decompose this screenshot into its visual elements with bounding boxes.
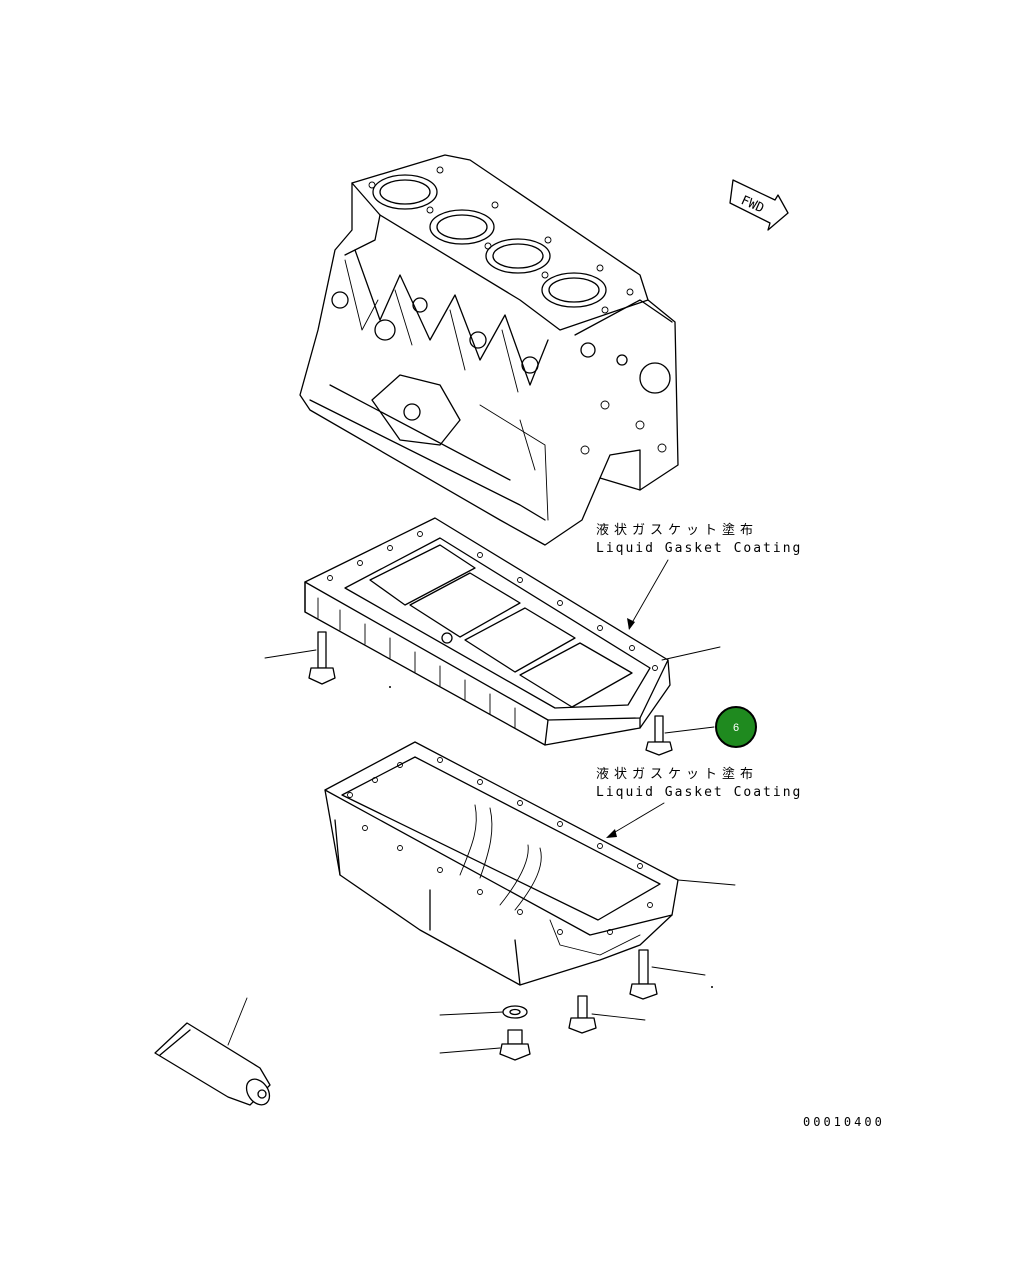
gasket-plate	[304, 517, 671, 746]
fwd-arrow-icon: FWD	[729, 179, 789, 231]
callout-1-label-en: Liquid Gasket Coating	[596, 541, 802, 556]
oil-pan-bolt-2	[568, 995, 597, 1034]
engine-block	[299, 154, 679, 546]
drawing-code: 00010400	[803, 1115, 885, 1129]
drain-plug	[499, 1029, 531, 1061]
plate-bolt-right	[645, 715, 673, 756]
callout-liquid-gasket-2: 液状ガスケット塗布 Liquid Gasket Coating	[596, 766, 802, 838]
callout-liquid-gasket-1: 液状ガスケット塗布 Liquid Gasket Coating	[596, 522, 802, 630]
liquid-gasket-tube-icon	[154, 1022, 271, 1106]
badge-number: 6	[733, 722, 739, 734]
washer	[502, 1005, 528, 1019]
plate-bolt-left	[308, 631, 336, 685]
callout-2-label-en: Liquid Gasket Coating	[596, 785, 802, 800]
oil-pan-bolt-1	[629, 949, 658, 1000]
part-number-badge[interactable]: 6	[715, 706, 757, 748]
oil-pan	[324, 741, 679, 986]
callout-1-label-jp: 液状ガスケット塗布	[596, 522, 758, 538]
callout-2-label-jp: 液状ガスケット塗布	[596, 766, 758, 782]
